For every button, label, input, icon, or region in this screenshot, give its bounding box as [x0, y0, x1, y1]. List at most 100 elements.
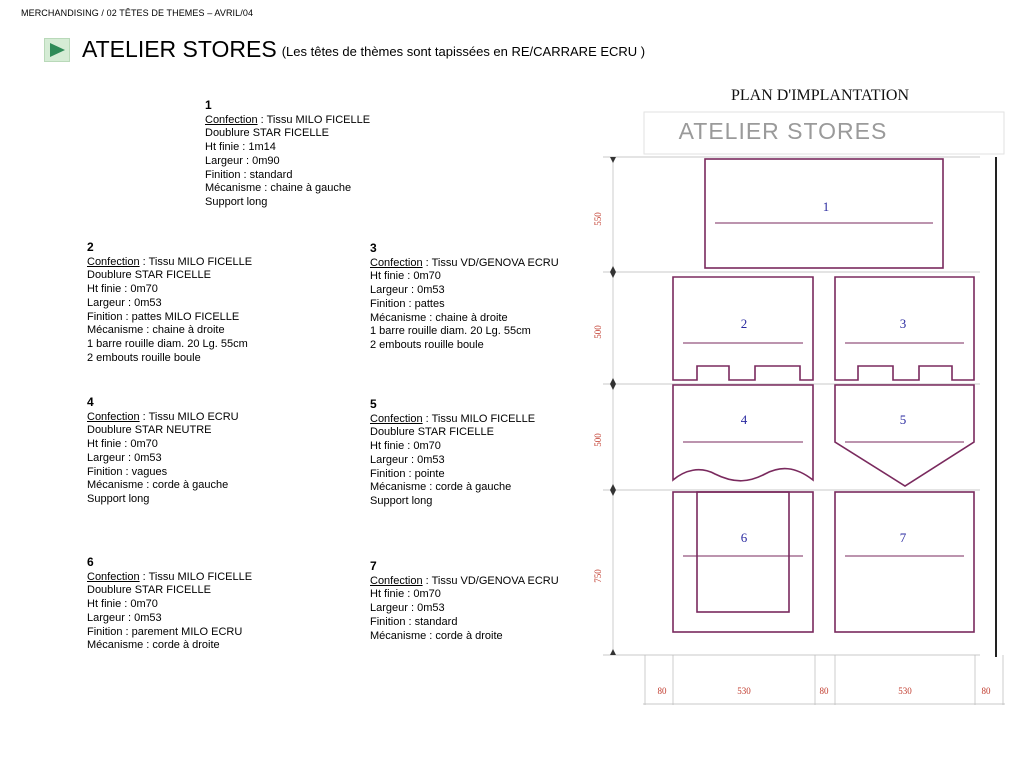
- panel-number-5: 5: [900, 412, 907, 427]
- spec-line: Finition : pointe: [370, 467, 445, 480]
- spec-line: Finition : pattes: [370, 297, 445, 310]
- spec-number: 5: [370, 397, 377, 411]
- plan-vertical-dims: 550 500 500 750: [593, 212, 603, 583]
- spec-confection: Confection : Tissu MILO FICELLE: [205, 113, 371, 126]
- spec-confection: Confection : Tissu MILO FICELLE: [370, 412, 536, 425]
- panel-number-7: 7: [900, 530, 907, 545]
- spec-line: Largeur : 0m53: [87, 296, 162, 309]
- spec-line: Ht finie : 0m70: [370, 588, 441, 601]
- spec-line: Mécanisme : chaine à droite: [370, 311, 508, 324]
- spec-line: Support long: [205, 195, 268, 208]
- spec-line: Largeur : 0m53: [87, 451, 162, 464]
- spec-number: 2: [87, 240, 94, 254]
- panel-7: [834, 491, 975, 633]
- spec-line: Finition : standard: [205, 168, 293, 181]
- spec-line: Finition : standard: [370, 615, 458, 628]
- panel-6-inner: [696, 491, 790, 613]
- breadcrumb: MERCHANDISING / 02 TÊTES DE THEMES – AVR…: [21, 8, 254, 18]
- dim-550: 550: [593, 212, 603, 226]
- spec-line: Largeur : 0m90: [205, 154, 280, 167]
- spec-line: Mécanisme : corde à droite: [87, 639, 220, 652]
- spec-line: Doublure STAR FICELLE: [205, 127, 329, 140]
- spec-line: Doublure STAR FICELLE: [87, 584, 211, 597]
- spec-line: Largeur : 0m53: [370, 602, 445, 615]
- spec-line: 2 embouts rouille boule: [370, 338, 484, 351]
- spec-line: 1 barre rouille diam. 20 Lg. 55cm: [370, 325, 531, 338]
- plan-panel-lines: [683, 222, 964, 557]
- plan-guides: [603, 156, 1005, 705]
- panel-6: [672, 491, 814, 633]
- dim-80-c: 80: [982, 686, 992, 696]
- panel-number-1: 1: [823, 199, 830, 214]
- plan-banner-box: [643, 111, 1005, 155]
- dim-530-a: 530: [737, 686, 751, 696]
- page-title: ATELIER STORES: [82, 36, 277, 62]
- spec-block-4: 4 Confection : Tissu MILO ECRU Doublure …: [87, 395, 239, 507]
- spec-number: 1: [205, 98, 212, 112]
- panel-number-3: 3: [900, 316, 907, 331]
- plan-horizontal-dims: 80 530 80 530 80: [658, 686, 992, 696]
- plan-ticks: [610, 157, 616, 655]
- spec-confection: Confection : Tissu MILO FICELLE: [87, 255, 253, 268]
- spec-number: 3: [370, 241, 377, 255]
- spec-number: 7: [370, 559, 377, 573]
- spec-line: 2 embouts rouille boule: [87, 351, 201, 364]
- spec-line: Ht finie : 1m14: [205, 141, 276, 154]
- spec-line: Mécanisme : chaine à droite: [87, 324, 225, 337]
- panel-number-4: 4: [741, 412, 748, 427]
- spec-line: Finition : pattes MILO FICELLE: [87, 310, 240, 323]
- spec-line: 1 barre rouille diam. 20 Lg. 55cm: [87, 337, 248, 350]
- page-subtitle: (Les têtes de thèmes sont tapissées en R…: [281, 44, 646, 59]
- dim-80-a: 80: [658, 686, 668, 696]
- title-row: ATELIER STORES (Les têtes de thèmes sont…: [44, 36, 645, 63]
- dim-80-b: 80: [820, 686, 830, 696]
- spec-line: Ht finie : 0m70: [370, 440, 441, 453]
- spec-line: Largeur : 0m53: [87, 611, 162, 624]
- spec-block-7: 7 Confection : Tissu VD/GENOVA ECRU Ht f…: [370, 559, 559, 643]
- spec-block-3: 3 Confection : Tissu VD/GENOVA ECRU Ht f…: [370, 241, 559, 353]
- spec-block-2: 2 Confection : Tissu MILO FICELLE Doublu…: [87, 240, 253, 365]
- spec-line: Doublure STAR FICELLE: [87, 269, 211, 282]
- panel-5: [834, 384, 975, 487]
- plan-panels: [672, 158, 975, 633]
- panel-4: [672, 384, 814, 482]
- spec-confection: Confection : Tissu VD/GENOVA ECRU: [370, 574, 559, 587]
- spec-line: Mécanisme : corde à gauche: [87, 479, 229, 492]
- spec-block-5: 5 Confection : Tissu MILO FICELLE Doublu…: [370, 397, 536, 509]
- panel-3: [834, 276, 975, 381]
- spec-line: Doublure STAR FICELLE: [370, 426, 494, 439]
- spec-block-1: 1 Confection : Tissu MILO FICELLE Doublu…: [205, 98, 371, 210]
- plan-panel-numbers: 1 2 3 4 5 6 7: [741, 199, 907, 545]
- spec-line: Mécanisme : chaine à gauche: [205, 182, 352, 195]
- dim-750: 750: [593, 569, 603, 583]
- spec-line: Support long: [370, 494, 433, 507]
- spec-line: Finition : vagues: [87, 465, 168, 478]
- panel-number-6: 6: [741, 530, 748, 545]
- spec-confection: Confection : Tissu MILO FICELLE: [87, 570, 253, 583]
- spec-line: Ht finie : 0m70: [87, 283, 158, 296]
- spec-line: Mécanisme : corde à gauche: [370, 481, 512, 494]
- spec-line: Largeur : 0m53: [370, 453, 445, 466]
- spec-line: Finition : parement MILO ECRU: [87, 625, 243, 638]
- spec-line: Ht finie : 0m70: [87, 598, 158, 611]
- panel-2: [672, 276, 814, 381]
- panel-1: [704, 158, 944, 269]
- spec-confection: Confection : Tissu VD/GENOVA ECRU: [370, 256, 559, 269]
- play-icon: [44, 37, 70, 62]
- spec-confection: Confection : Tissu MILO ECRU: [87, 410, 239, 423]
- spec-block-6: 6 Confection : Tissu MILO FICELLE Doublu…: [87, 555, 253, 653]
- dim-500-b: 500: [593, 433, 603, 447]
- spec-line: Mécanisme : corde à droite: [370, 629, 503, 642]
- spec-line: Support long: [87, 492, 150, 505]
- spec-line: Ht finie : 0m70: [87, 438, 158, 451]
- spec-number: 6: [87, 555, 94, 569]
- spec-number: 4: [87, 395, 94, 409]
- plan-heading: PLAN D'IMPLANTATION: [731, 87, 909, 104]
- spec-line: Largeur : 0m53: [370, 284, 445, 297]
- panel-number-2: 2: [741, 316, 748, 331]
- spec-line: Ht finie : 0m70: [370, 270, 441, 283]
- dim-500-a: 500: [593, 325, 603, 339]
- dim-530-b: 530: [898, 686, 912, 696]
- spec-line: Doublure STAR NEUTRE: [87, 424, 212, 437]
